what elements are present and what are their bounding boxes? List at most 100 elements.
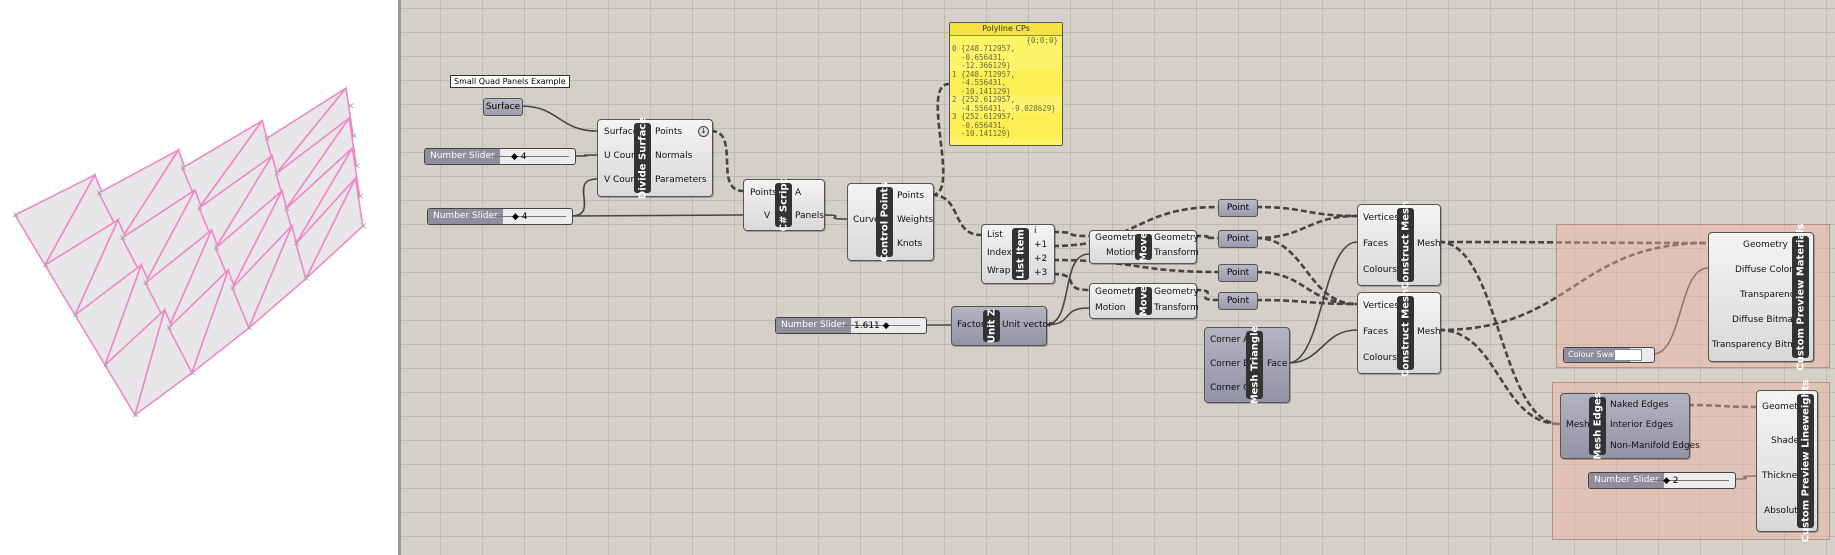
- output-panels[interactable]: Panels: [795, 211, 824, 221]
- rhino-viewport[interactable]: ✕✕✕✕✕✕✕✕✕✕✕✕✕✕✕✕✕✕✕✕✕✕✕✕✕: [0, 0, 400, 555]
- custom-preview-materials-component[interactable]: Geometry Diffuse Color Transparency Diff…: [1708, 223, 1814, 371]
- move-component-2[interactable]: Geometry Motion Move Geometry Transform: [1089, 283, 1199, 319]
- grasshopper-canvas[interactable]: Small Quad Panels Example Surface Number…: [401, 0, 1835, 555]
- slider-knob[interactable]: ◆ 2: [1663, 476, 1679, 486]
- viewport-splitter[interactable]: [398, 0, 401, 555]
- output-face[interactable]: Face: [1267, 359, 1288, 369]
- input-colours[interactable]: Colours: [1363, 353, 1397, 363]
- output-knots[interactable]: Knots: [897, 239, 923, 249]
- move-component-1[interactable]: Geometry Motion Move Geometry Transform: [1089, 230, 1199, 264]
- component-title-bar: Mesh Edges: [1589, 392, 1606, 460]
- input-geometry[interactable]: Geometry: [1095, 287, 1140, 297]
- list-item-component[interactable]: List Index Wrap List Item i +1 +2 +3: [981, 224, 1055, 284]
- input-u-count[interactable]: U Count: [604, 151, 641, 161]
- output-interior-edges[interactable]: Interior Edges: [1610, 420, 1674, 430]
- component-title: Custom Preview Lineweights: [1800, 379, 1811, 543]
- input-corner-a[interactable]: Corner A: [1210, 335, 1250, 345]
- input-list[interactable]: List: [987, 230, 1003, 240]
- output-transform[interactable]: Transform: [1154, 248, 1199, 258]
- output-a[interactable]: A: [795, 188, 802, 198]
- output-plus3[interactable]: +3: [1034, 268, 1048, 278]
- output-points[interactable]: Points: [655, 127, 683, 137]
- slider-track[interactable]: [491, 156, 569, 157]
- slider-knob[interactable]: 1.611 ◆: [854, 321, 890, 331]
- csharp-script-component[interactable]: Points V C# Script A Panels: [743, 179, 825, 231]
- custom-preview-lineweights-component[interactable]: Geometry Shader Thickness Absolute Custo…: [1756, 380, 1818, 542]
- colour-swatch-color[interactable]: [1614, 349, 1642, 361]
- output-normals[interactable]: Normals: [655, 151, 693, 161]
- control-points-component[interactable]: Curve Control Points Points Weights Knot…: [847, 182, 934, 262]
- panel-row-value: {252.612957, -4.556431, -9.028629}: [961, 95, 1056, 113]
- input-diffuse-bitmap[interactable]: Diffuse Bitmap: [1732, 315, 1799, 325]
- flatten-icon: ↓: [698, 126, 709, 137]
- slider-label: Number Slider: [425, 149, 500, 164]
- input-transparency-bitmap[interactable]: Transparency Bitmap: [1712, 340, 1808, 350]
- output-transform[interactable]: Transform: [1154, 303, 1199, 313]
- input-corner-b[interactable]: Corner B: [1210, 359, 1250, 369]
- input-faces[interactable]: Faces: [1363, 239, 1389, 249]
- input-curve[interactable]: Curve: [853, 215, 880, 225]
- slider-knob[interactable]: ◆ 4: [511, 152, 527, 162]
- wire-panels: [822, 214, 848, 220]
- slider-knob[interactable]: ◆ 4: [512, 212, 528, 222]
- input-points[interactable]: Points: [750, 188, 778, 198]
- output-non-manifold-edges[interactable]: Non-Manifold Edges: [1610, 441, 1700, 451]
- point-param-2[interactable]: Point: [1218, 230, 1258, 248]
- input-diffuse-color[interactable]: Diffuse Color: [1735, 265, 1793, 275]
- number-slider-u[interactable]: Number Slider ◆ 4: [424, 148, 576, 165]
- input-colours[interactable]: Colours: [1363, 265, 1397, 275]
- colour-swatch[interactable]: Colour Swatch: [1563, 347, 1655, 363]
- surface-param[interactable]: Surface: [483, 98, 523, 116]
- input-corner-c[interactable]: Corner C: [1210, 383, 1250, 393]
- input-vertices[interactable]: Vertices: [1363, 213, 1399, 223]
- input-wrap[interactable]: Wrap: [987, 266, 1011, 276]
- output-points[interactable]: Points: [897, 191, 925, 201]
- output-mesh[interactable]: Mesh: [1417, 239, 1441, 249]
- point-param-1[interactable]: Point: [1218, 199, 1258, 217]
- mesh-edges-component[interactable]: Mesh Mesh Edges Naked Edges Interior Edg…: [1560, 392, 1700, 460]
- input-v[interactable]: V: [764, 211, 771, 221]
- divide-surface-component[interactable]: Surface U Count V Count Divide Surface P…: [597, 117, 713, 199]
- input-shader[interactable]: Shader: [1771, 436, 1803, 446]
- input-v-count[interactable]: V Count: [604, 175, 640, 185]
- slider-track[interactable]: [494, 216, 566, 217]
- unit-z-component[interactable]: Factor Unit Z Unit vector: [951, 306, 1052, 346]
- input-faces[interactable]: Faces: [1363, 327, 1389, 337]
- input-surface[interactable]: Surface: [604, 127, 639, 137]
- input-index[interactable]: Index: [987, 248, 1012, 258]
- polyline-cps-panel[interactable]: Polyline CPs {0;0;0} 0{248.712957, -0.65…: [949, 22, 1063, 146]
- output-parameters[interactable]: Parameters: [655, 175, 707, 185]
- output-plus1[interactable]: +1: [1034, 240, 1048, 250]
- output-plus2[interactable]: +2: [1034, 254, 1048, 264]
- slider-track[interactable]: [1653, 480, 1729, 481]
- panel-row-value: {248.712957, -0.656431, -12.366129}: [961, 44, 1016, 70]
- input-vertices[interactable]: Vertices: [1363, 301, 1399, 311]
- number-slider-factor[interactable]: Number Slider 1.611 ◆: [775, 317, 927, 334]
- output-weights[interactable]: Weights: [897, 215, 934, 225]
- input-thickness[interactable]: Thickness: [1762, 471, 1807, 481]
- wire-points: [710, 129, 744, 193]
- output-geometry[interactable]: Geometry: [1154, 287, 1199, 297]
- output-mesh[interactable]: Mesh: [1417, 327, 1441, 337]
- output-unit-vector[interactable]: Unit vector: [1002, 320, 1052, 330]
- number-slider-v[interactable]: Number Slider ◆ 4: [427, 208, 573, 225]
- input-motion[interactable]: Motion: [1106, 248, 1137, 258]
- point-param-4[interactable]: Point: [1218, 292, 1258, 310]
- input-geometry[interactable]: Geometry: [1762, 402, 1807, 412]
- construct-mesh-component-1[interactable]: Vertices Faces Colours Construct Mesh Me…: [1357, 201, 1441, 289]
- number-slider-thickness[interactable]: Number Slider ◆ 2: [1588, 472, 1736, 489]
- input-absolute[interactable]: Absolute: [1764, 506, 1804, 516]
- point-param-3[interactable]: Point: [1218, 264, 1258, 282]
- output-i[interactable]: i: [1034, 226, 1037, 236]
- input-motion[interactable]: Motion: [1095, 303, 1126, 313]
- output-naked-edges[interactable]: Naked Edges: [1610, 400, 1669, 410]
- input-factor[interactable]: Factor: [957, 320, 985, 330]
- input-transparency[interactable]: Transparency: [1740, 290, 1801, 300]
- input-geometry[interactable]: Geometry: [1743, 240, 1788, 250]
- slider-track[interactable]: [840, 325, 920, 326]
- input-geometry[interactable]: Geometry: [1095, 233, 1140, 243]
- output-geometry[interactable]: Geometry: [1154, 233, 1199, 243]
- input-mesh[interactable]: Mesh: [1566, 420, 1590, 430]
- construct-mesh-component-2[interactable]: Vertices Faces Colours Construct Mesh Me…: [1357, 289, 1441, 377]
- mesh-triangle-component[interactable]: Corner A Corner B Corner C Mesh Triangle…: [1204, 326, 1290, 404]
